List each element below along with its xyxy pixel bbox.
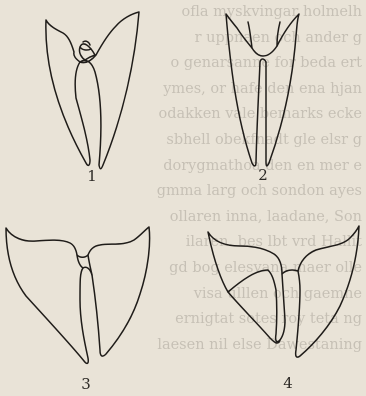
figure-3-label: 3 — [76, 375, 96, 393]
figure-2-drawing — [226, 14, 299, 166]
figure-2-label: 2 — [253, 166, 273, 184]
figure-4-label: 4 — [278, 374, 298, 392]
figure-3-drawing — [6, 227, 150, 363]
figure-4-drawing — [208, 226, 359, 357]
figure-1-label: 1 — [82, 167, 102, 185]
figure-1-drawing — [46, 12, 139, 169]
